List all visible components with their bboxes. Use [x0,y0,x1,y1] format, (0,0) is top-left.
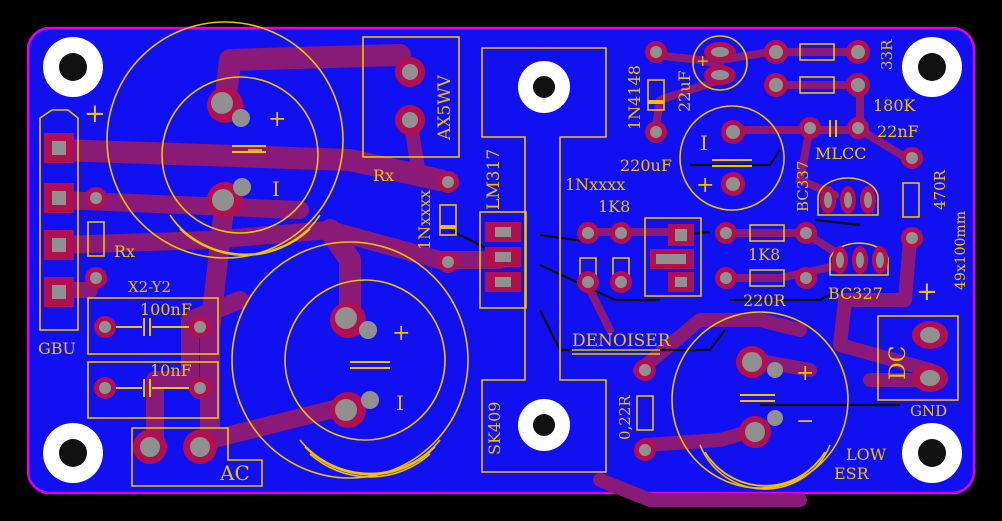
plus-mark: + [696,51,709,70]
diode-bands [440,100,664,229]
label-ax5wv: AX5WV [435,74,455,141]
label-100nf: 100nF [140,300,192,319]
plus-mark: + [392,321,410,346]
neg-mark: I [272,177,280,201]
label-022r: 0,22R [616,395,634,440]
label-ac: AC [219,461,250,485]
label-lm317: LM317 [484,149,504,210]
label-rx-top: Rx [373,166,394,185]
label-sk409: SK409 [485,402,504,455]
label-bc337: BC337 [794,161,812,212]
label-22nf: 22nF [877,122,919,141]
mounting-holes [43,37,962,483]
plus-mark: + [268,107,286,132]
label-low: LOW [846,445,887,464]
label-1k8-top: 1K8 [598,197,630,216]
label-220r: 220R [743,291,787,310]
label-22uf: 22uF [675,70,694,112]
neg-mark: I [396,391,404,415]
round-pads [85,40,948,464]
label-rx-left: Rx [114,242,135,261]
label-esr: ESR [834,464,870,483]
minus-mark: − [796,409,814,434]
label-1k8-right: 1K8 [748,245,780,264]
label-470r: 470R [931,169,949,210]
neg-mark: I [700,131,708,155]
square-pads [44,133,694,307]
label-size: 49x100mm [953,211,969,290]
label-bc327: BC327 [828,284,883,303]
label-1nxxxx-left: 1Nxxxx [415,190,434,250]
silkscreen [39,21,959,490]
plus-mark: + [916,277,938,307]
label-gbu: GBU [38,339,76,358]
label-mlcc: MLCC [815,144,867,163]
silkscreen-labels: AX5WV Rx LM317 1N4148 22uF 33R 180K 22nF… [38,39,969,485]
label-220uf: 220uF [620,156,672,175]
label-x2y2: X2-Y2 [128,278,171,296]
label-1nxxxx-mid: 1Nxxxx [565,175,625,194]
plus-mark: + [796,361,814,386]
label-dc: DC [886,346,911,380]
label-1n4148: 1N4148 [625,65,644,130]
label-33r: 33R [878,39,896,70]
label-denoiser: DENOISER [572,331,672,351]
plus-mark: + [84,99,106,129]
label-gnd: GND [910,402,947,420]
plus-mark: + [696,173,714,198]
label-180k: 180K [873,96,917,115]
label-10nf: 10nF [150,361,192,380]
